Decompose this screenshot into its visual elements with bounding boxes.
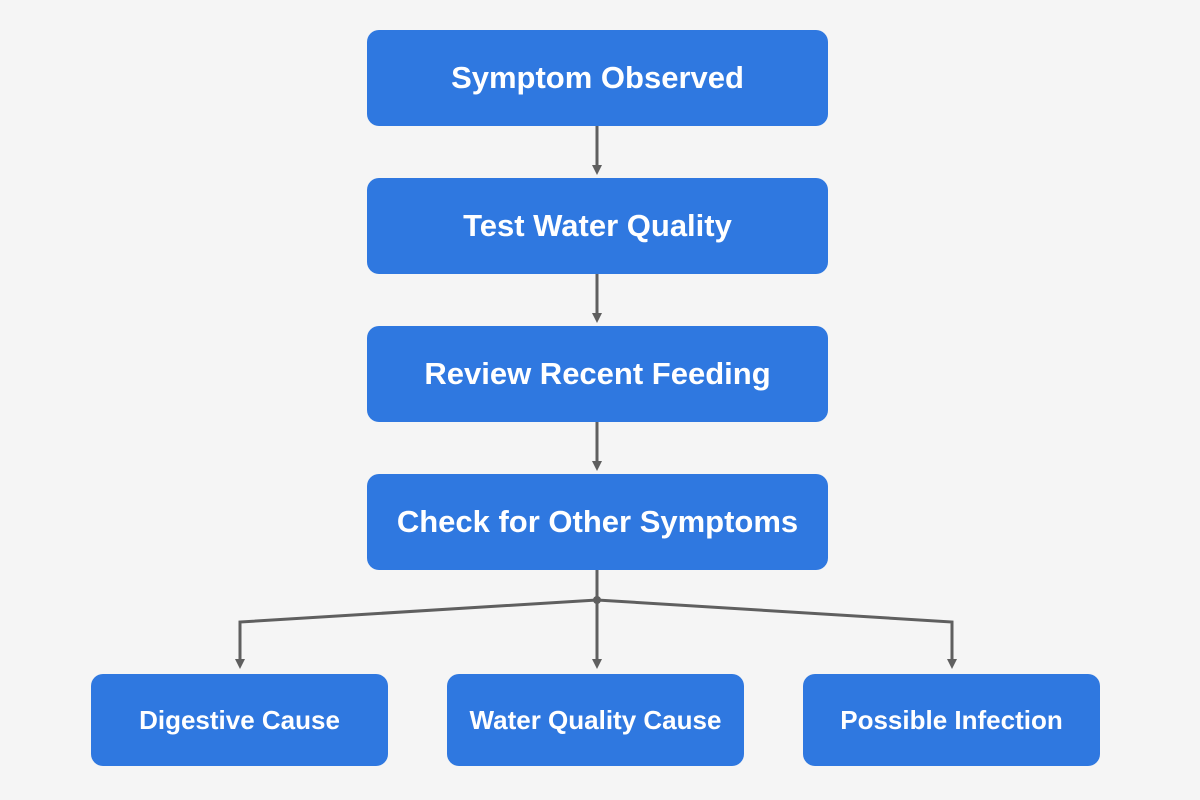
outcome-possible-infection: Possible Infection xyxy=(803,674,1100,766)
outcome-label: Possible Infection xyxy=(840,704,1063,735)
arrow-to-outcome-3 xyxy=(596,598,957,669)
step-test-water-quality: Test Water Quality xyxy=(367,178,828,274)
step-check-other-symptoms: Check for Other Symptoms xyxy=(367,474,828,570)
step-label: Review Recent Feeding xyxy=(424,356,771,391)
outcome-label: Digestive Cause xyxy=(139,704,340,735)
outcome-label: Water Quality Cause xyxy=(469,704,722,735)
step-symptom-observed: Symptom Observed xyxy=(367,30,828,126)
outcome-water-quality-cause: Water Quality Cause xyxy=(447,674,744,766)
step-label: Check for Other Symptoms xyxy=(396,504,799,539)
outcome-digestive-cause: Digestive Cause xyxy=(91,674,388,766)
step-review-recent-feeding: Review Recent Feeding xyxy=(367,326,828,422)
step-label: Test Water Quality xyxy=(463,208,732,243)
step-label: Symptom Observed xyxy=(451,60,744,95)
arrow-to-outcome-1 xyxy=(235,598,598,669)
